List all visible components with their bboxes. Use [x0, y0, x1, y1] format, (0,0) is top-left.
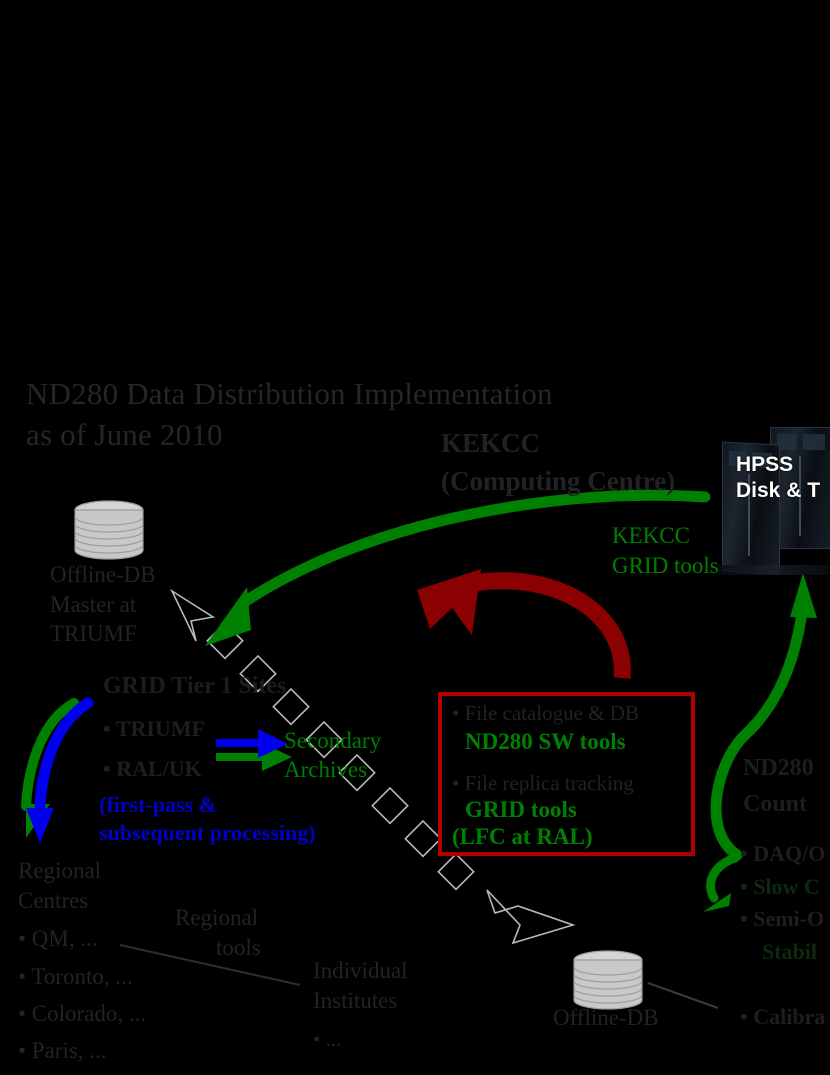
- hpss-label-line2: Disk & T: [736, 479, 821, 503]
- catalogue-bullet-2: • File replica tracking: [452, 771, 634, 795]
- nd280-counting-item-4: • Calibra: [740, 1004, 826, 1029]
- grid-tier1-item-0: • TRIUMF: [103, 716, 206, 741]
- hpss-label: HPSS Disk & T: [736, 452, 820, 505]
- regional-tools-line2: tools: [216, 935, 261, 960]
- green-hook-arrow: [706, 853, 740, 903]
- green-hook-arrowhead: [703, 893, 731, 912]
- nd280-counting-heading-line2: Count: [743, 791, 808, 817]
- offline-db-bottom-icon: [573, 950, 643, 1010]
- catalogue-bullet-2-tool2: (LFC at RAL): [452, 824, 593, 849]
- green-arrowhead-down-left: [26, 804, 50, 838]
- catalogue-bullet-2-tool: GRID tools: [465, 797, 577, 822]
- grid-tier1-note-line2: subsequent processing): [99, 820, 316, 845]
- offline-db-master-line3: TRIUMF: [50, 621, 137, 646]
- offline-db-master-line1: Offline-DB: [50, 562, 156, 587]
- grid-tier1-heading: GRID Tier 1 Sites: [103, 673, 287, 699]
- grid-tier1-item-1: • RAL/UK: [103, 756, 202, 781]
- blue-arrowhead-down-left: [26, 808, 54, 843]
- blue-arrow-down-left: [34, 697, 94, 812]
- hpss-server-rack-icon: [714, 425, 830, 580]
- kekcc-tools-line1: KEKCC: [612, 523, 690, 548]
- regional-centres-heading-line1: Regional: [18, 858, 102, 883]
- kekcc-heading-line2: (Computing Centre): [441, 466, 676, 496]
- green-arrow-down-left: [21, 698, 79, 811]
- kekcc-tools-line2: GRID tools: [612, 553, 719, 578]
- grid-tier1-note-line1: (first-pass &: [99, 792, 217, 817]
- nd280-counting-heading-line1: ND280: [743, 755, 814, 781]
- page-title-line2: as of June 2010: [26, 417, 223, 452]
- kekcc-heading-line1: KEKCC: [441, 428, 541, 458]
- nd280-counting-item-0: • DAQ/O: [740, 841, 826, 866]
- nd280-counting-item-2: • Semi-O: [740, 906, 825, 931]
- hpss-label-line1: HPSS: [736, 453, 794, 476]
- secondary-archives-line1: Secondary: [284, 728, 382, 753]
- secondary-archives-line2: Archives: [284, 757, 368, 782]
- regional-centres-item-0: • QM, ...: [18, 926, 98, 951]
- offline-db-bottom-label: Offline-DB: [553, 1005, 659, 1030]
- individual-institutes-item-0: • ...: [313, 1027, 342, 1051]
- red-loop-arrowhead: [417, 569, 481, 635]
- offline-db-master-icon: [74, 500, 144, 560]
- regional-centres-heading-line2: Centres: [18, 888, 89, 913]
- individual-institutes-line2: Institutes: [313, 988, 398, 1013]
- dashed-regional-connector: [119, 944, 301, 986]
- catalogue-bullet-1: • File catalogue & DB: [452, 701, 639, 725]
- green-arrowhead-tier1: [205, 587, 251, 646]
- nd280-counting-item-3: Stabil: [762, 939, 818, 964]
- red-loop-arrow: [472, 572, 631, 679]
- regional-centres-item-1: • Toronto, ...: [18, 964, 133, 989]
- catalogue-box: [438, 692, 695, 856]
- nd280-counting-item-1: • Slow C: [740, 874, 820, 899]
- catalogue-bullet-1-tool: ND280 SW tools: [465, 729, 626, 754]
- regional-tools-line1: Regional: [175, 905, 259, 930]
- regional-centres-item-2: • Colorado, ...: [18, 1001, 147, 1026]
- regional-centres-item-3: • Paris, ...: [18, 1038, 107, 1063]
- individual-institutes-line1: Individual: [313, 958, 408, 983]
- page-title-line1: ND280 Data Distribution Implementation: [26, 376, 553, 411]
- offline-db-master-line2: Master at: [50, 592, 137, 617]
